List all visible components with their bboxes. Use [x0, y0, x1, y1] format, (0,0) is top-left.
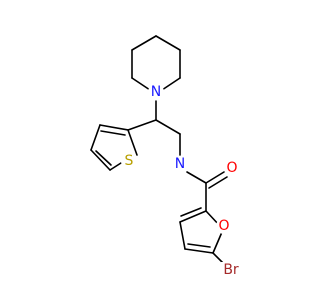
bond [99, 124, 129, 131]
bond [186, 171, 207, 184]
bond [100, 130, 126, 136]
atom-labels: N S N O O Br [121, 84, 241, 278]
bond [212, 231, 223, 254]
atom-label-furan-oxygen: O [218, 218, 229, 234]
bond [127, 129, 138, 156]
bond [187, 243, 211, 248]
bond [184, 248, 214, 254]
bond [131, 35, 157, 51]
bond [180, 207, 202, 217]
bond [95, 150, 112, 166]
bond [208, 176, 228, 189]
bond [127, 119, 157, 131]
atom-label-amide-nitrogen: N [175, 156, 185, 172]
bond [109, 162, 122, 171]
bond [155, 35, 181, 51]
molecule-structure: N S N O O Br [90, 35, 241, 278]
bond [90, 124, 101, 151]
bond [205, 171, 225, 184]
bond [179, 221, 186, 250]
atom-label-piperidine-nitrogen: N [151, 84, 161, 100]
bond-layer [90, 35, 228, 265]
bond [179, 210, 207, 223]
atom-label-carbonyl-oxygen: O [226, 160, 237, 176]
atom-label-bromine: Br [223, 262, 239, 278]
bond [90, 149, 111, 171]
bond [155, 119, 181, 135]
atom-label-thiophene-sulfur: S [125, 153, 134, 169]
